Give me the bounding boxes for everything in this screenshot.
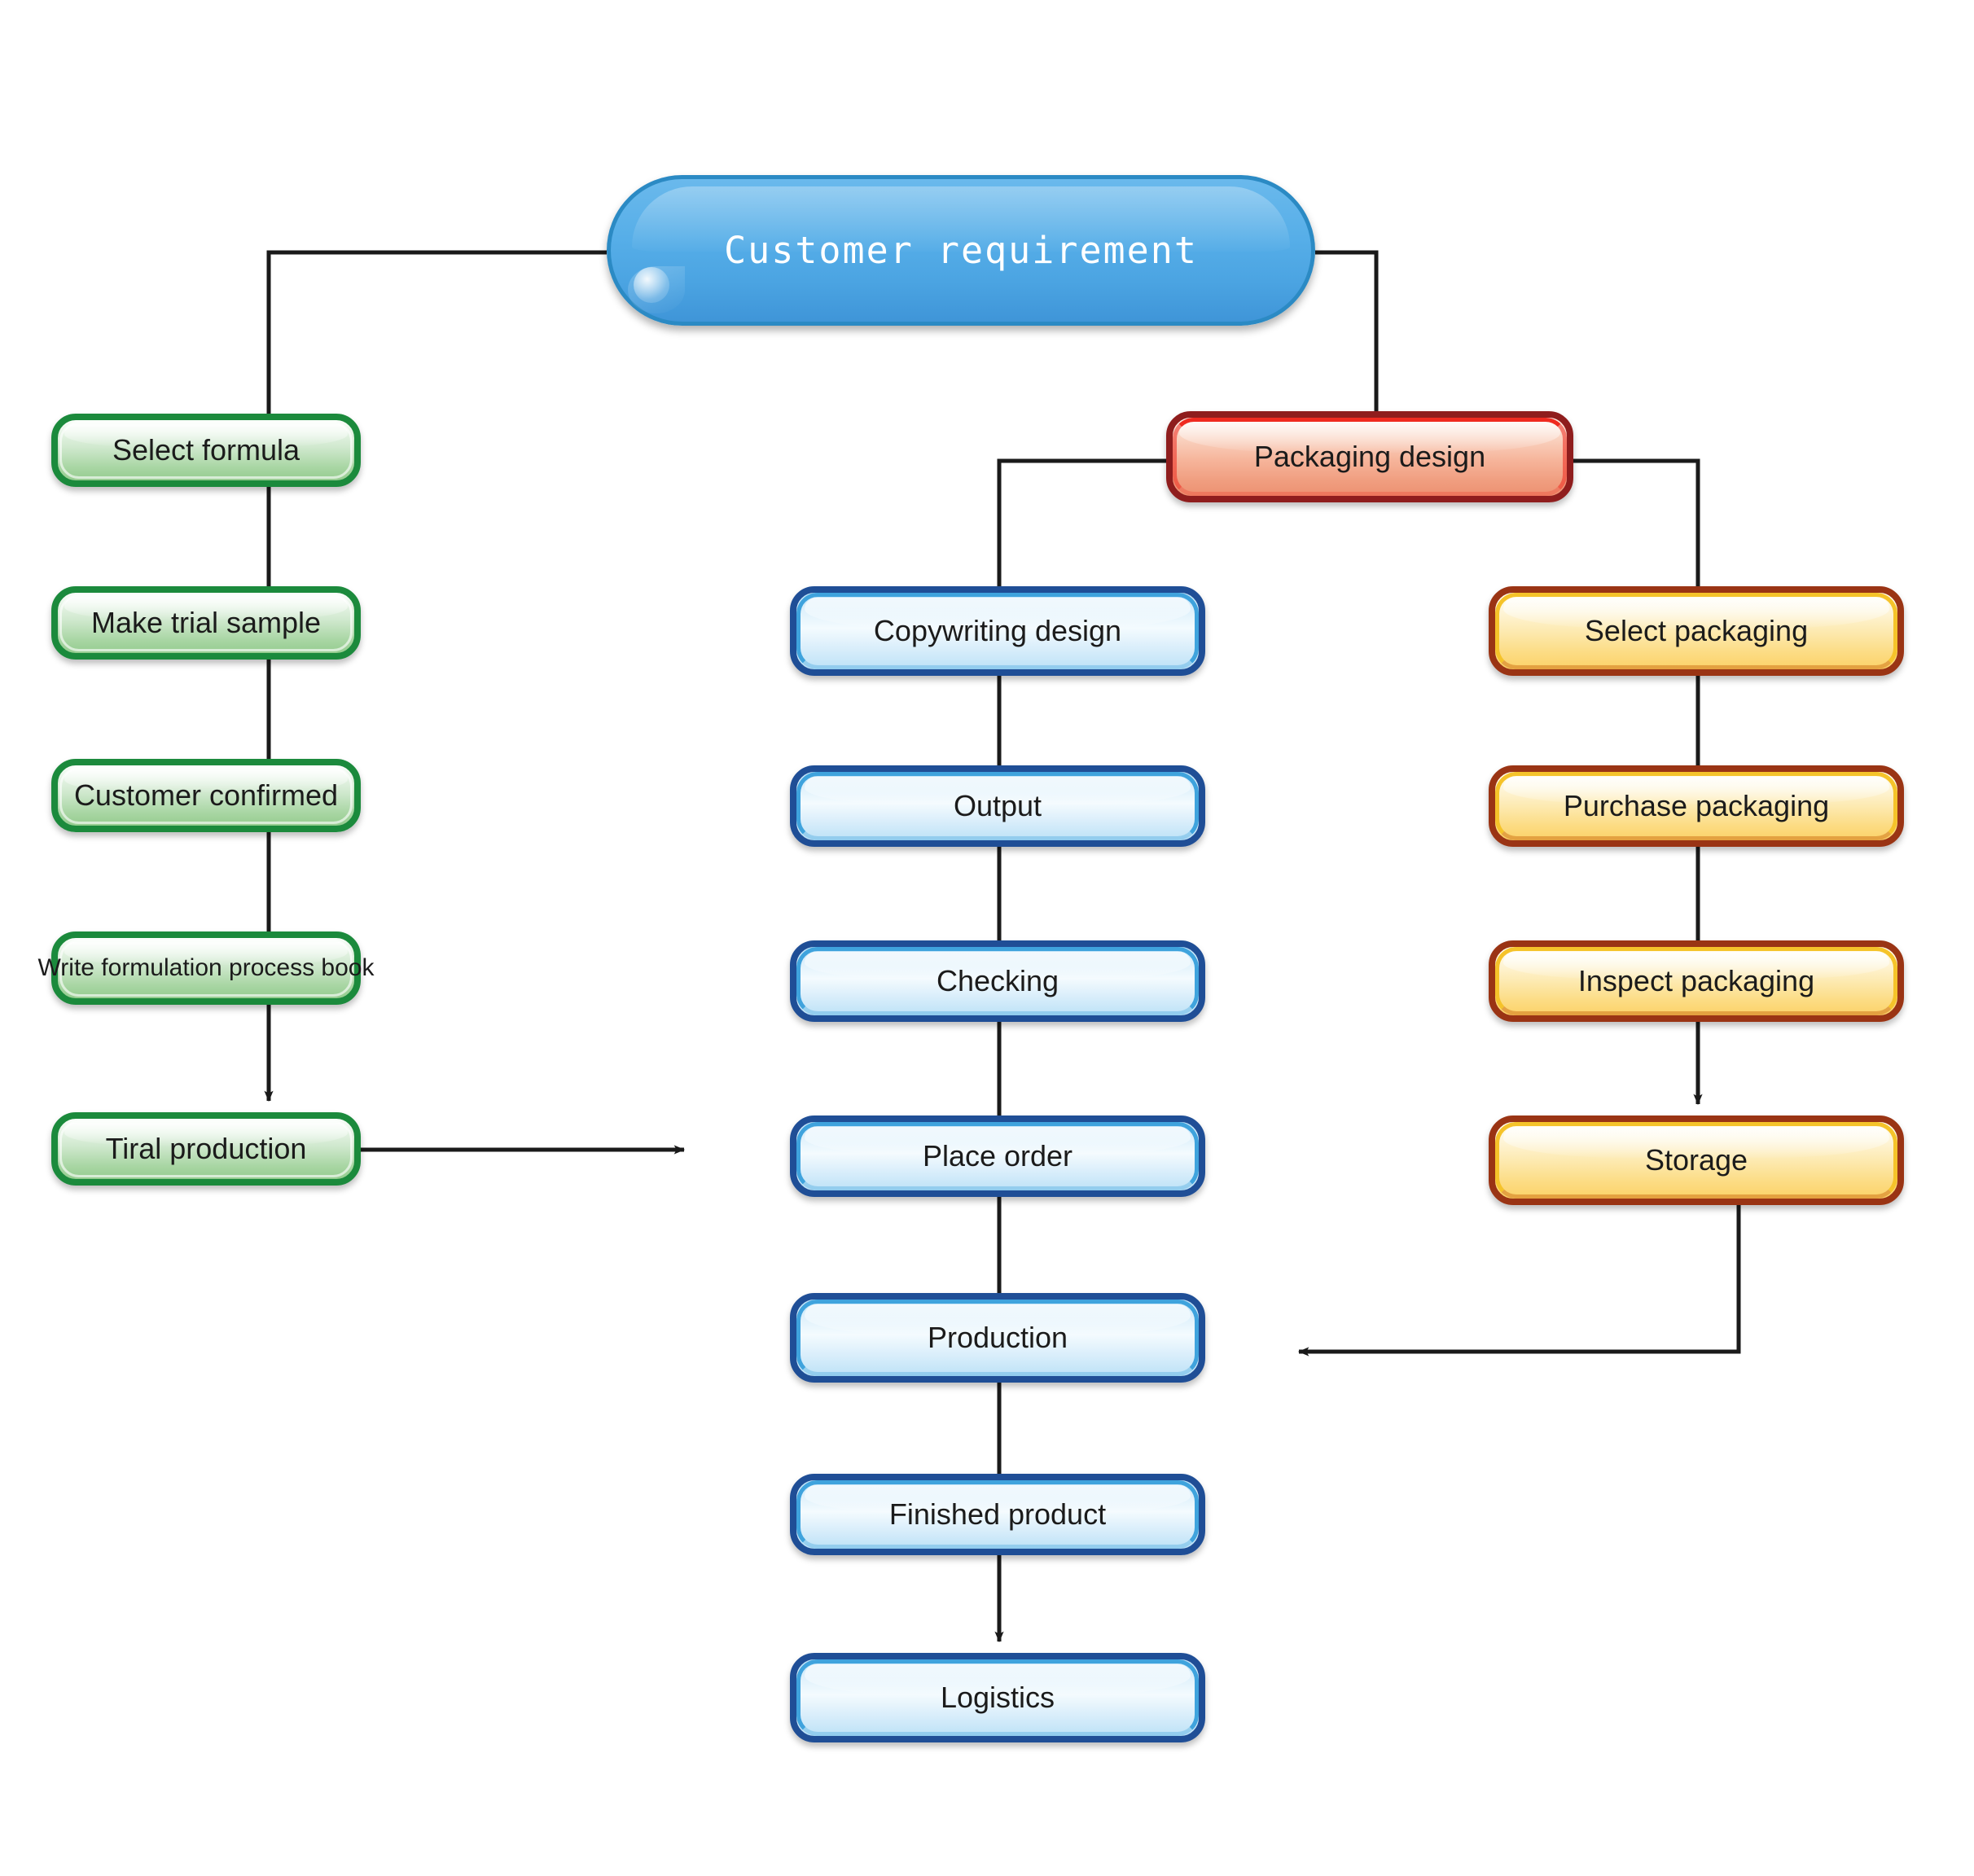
node-output[interactable]: Output (790, 765, 1205, 847)
node-label: Logistics (940, 1681, 1055, 1715)
gloss-highlight (805, 952, 1191, 981)
node-label: Customer requirement (724, 228, 1198, 272)
node-label: Select packaging (1584, 614, 1809, 648)
edge-start-to-select-formula (266, 250, 607, 414)
bubble-highlight-icon (633, 267, 669, 304)
node-finished-product[interactable]: Finished product (790, 1474, 1205, 1555)
gloss-highlight (805, 1485, 1191, 1514)
node-label: Inspect packaging (1577, 964, 1815, 998)
gloss-highlight (64, 1123, 348, 1146)
node-select-packaging[interactable]: Select packaging (1489, 586, 1904, 676)
node-label: Purchase packaging (1563, 789, 1830, 823)
gloss-highlight (1503, 952, 1889, 980)
node-customer-requirement[interactable]: Customer requirement (607, 175, 1315, 326)
node-label: Make trial sample (90, 606, 322, 640)
node-tiral-production[interactable]: Tiral production (51, 1112, 361, 1186)
gloss-highlight (805, 598, 1191, 630)
edge-start-to-packaging-design (1315, 250, 1379, 411)
gloss-highlight (805, 1664, 1191, 1697)
node-label: Packaging design (1253, 440, 1486, 474)
node-select-formula[interactable]: Select formula (51, 414, 361, 487)
gloss-highlight (805, 1127, 1191, 1156)
node-packaging-design[interactable]: Packaging design (1166, 411, 1573, 502)
gloss-highlight (64, 769, 348, 793)
gloss-highlight (64, 942, 348, 966)
gloss-highlight (64, 597, 348, 620)
gloss-highlight (1503, 1127, 1889, 1158)
node-label: Production (927, 1321, 1068, 1355)
node-place-order[interactable]: Place order (790, 1116, 1205, 1197)
edge-packaging-to-select-packaging (1573, 458, 1700, 586)
node-label: Tiral production (105, 1132, 307, 1166)
node-label: Finished product (888, 1497, 1107, 1532)
node-label: Select formula (112, 433, 300, 467)
node-customer-confirmed[interactable]: Customer confirmed (51, 759, 361, 832)
node-production[interactable]: Production (790, 1293, 1205, 1383)
node-label: Customer confirmed (73, 778, 339, 813)
node-label: Checking (936, 964, 1059, 998)
edge-packaging-to-copywriting (997, 458, 1166, 586)
node-logistics[interactable]: Logistics (790, 1653, 1205, 1742)
node-inspect-packaging[interactable]: Inspect packaging (1489, 940, 1904, 1022)
node-label: Output (953, 789, 1042, 823)
node-label: Place order (922, 1139, 1073, 1173)
node-label: Storage (1644, 1143, 1748, 1177)
node-purchase-packaging[interactable]: Purchase packaging (1489, 765, 1904, 847)
gloss-highlight (1179, 422, 1560, 454)
node-label: Copywriting design (873, 614, 1122, 648)
node-make-trial-sample[interactable]: Make trial sample (51, 586, 361, 660)
node-label: Write formulation process book (37, 954, 375, 982)
gloss-highlight (631, 186, 1291, 252)
gloss-highlight (1503, 598, 1889, 629)
node-checking[interactable]: Checking (790, 940, 1205, 1022)
gloss-highlight (805, 1304, 1191, 1337)
gloss-highlight (805, 777, 1191, 806)
node-write-formulation-process-book[interactable]: Write formulation process book (38, 931, 374, 1005)
gloss-highlight (64, 424, 348, 448)
node-storage[interactable]: Storage (1489, 1116, 1904, 1205)
node-copywriting-design[interactable]: Copywriting design (790, 586, 1205, 676)
edge-storage-to-production (1297, 1205, 1741, 1357)
gloss-highlight (1503, 777, 1889, 804)
